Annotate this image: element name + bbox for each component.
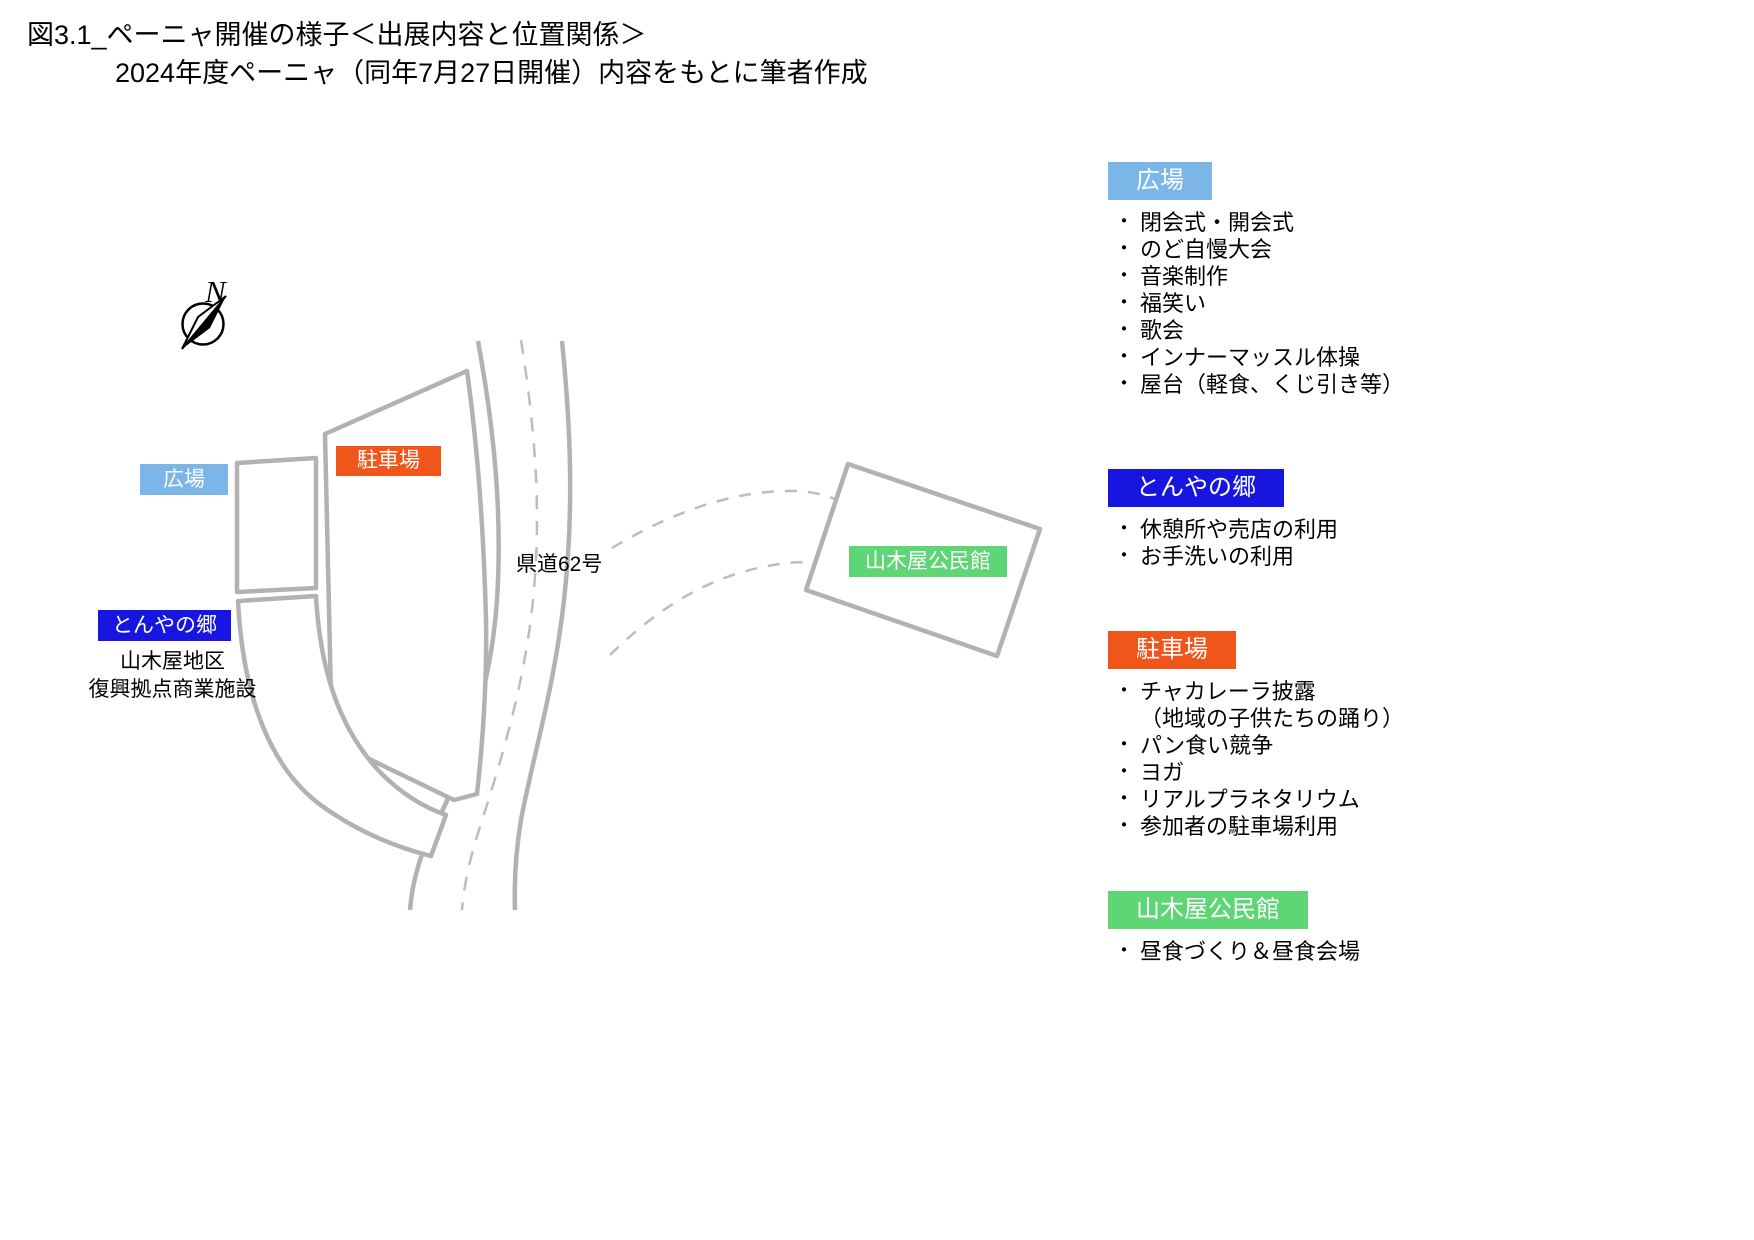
legend-section-parking: 駐車場 ・ チャカレーラ披露 （地域の子供たちの踊り） ・ パン食い競争 ・ ヨ… (1108, 631, 1448, 840)
figure-title: 図3.1_ペーニャ開催の様子＜出展内容と位置関係＞ 2024年度ペーニャ（同年7… (27, 16, 868, 92)
legend-item: ・ ヨガ (1108, 759, 1448, 786)
road-name-label: 県道62号 (516, 553, 603, 576)
legend-plaza-list: ・ 閉会式・開会式 ・ のど自慢大会 ・ 音楽制作 ・ 福笑い ・ 歌会 ・ イ… (1108, 209, 1448, 398)
legend-item: ・ 閉会式・開会式 (1108, 209, 1448, 236)
bullet-marker: ・ (1114, 815, 1134, 837)
legend-item: ・ 歌会 (1108, 317, 1448, 344)
compass-n-label: N (204, 274, 228, 309)
legend-plaza-header: 広場 (1108, 162, 1212, 200)
legend-item: ・ 音楽制作 (1108, 263, 1448, 290)
bullet-marker: ・ (1114, 940, 1134, 962)
map-note-line2: 復興拠点商業施設 (88, 678, 257, 701)
bullet-marker: ・ (1114, 265, 1134, 287)
branch-road-upper-dashed (611, 489, 845, 550)
bullet-marker: ・ (1114, 788, 1134, 810)
legend-item: ・ 参加者の駐車場利用 (1108, 813, 1448, 840)
map-note-line1: 山木屋地区 (120, 650, 225, 673)
legend-parking-list: ・ チャカレーラ披露 （地域の子供たちの踊り） ・ パン食い競争 ・ ヨガ ・ … (1108, 678, 1448, 840)
legend-item: ・ のど自慢大会 (1108, 236, 1448, 263)
legend-item: ・ パン食い競争 (1108, 732, 1448, 759)
legend-item: ・ 福笑い (1108, 290, 1448, 317)
legend-tonya-list: ・ 休憩所や売店の利用 ・ お手洗いの利用 (1108, 516, 1448, 570)
figure-title-line1: 図3.1_ペーニャ開催の様子＜出展内容と位置関係＞ (27, 20, 647, 50)
tonya-building-shape (235, 593, 449, 859)
legend-item: ・ 昼食づくり＆昼食会場 (1108, 938, 1448, 965)
bullet-marker: ・ (1114, 761, 1134, 783)
legend-hall-header: 山木屋公民館 (1108, 891, 1308, 929)
legend-section-hall: 山木屋公民館 ・ 昼食づくり＆昼食会場 (1108, 891, 1448, 965)
legend-item: ・ お手洗いの利用 (1108, 543, 1448, 570)
bullet-marker: ・ (1114, 211, 1134, 233)
map-label-parking: 駐車場 (336, 446, 441, 476)
bullet-marker: ・ (1114, 373, 1134, 395)
legend-section-tonya: とんやの郷 ・ 休憩所や売店の利用 ・ お手洗いの利用 (1108, 469, 1448, 570)
legend-section-plaza: 広場 ・ 閉会式・開会式 ・ のど自慢大会 ・ 音楽制作 ・ 福笑い ・ 歌会 (1108, 162, 1448, 398)
legend-tonya-header: とんやの郷 (1108, 469, 1284, 507)
map-label-tonya: とんやの郷 (98, 610, 231, 641)
road-right-edge (512, 340, 573, 911)
bullet-marker: ・ (1114, 734, 1134, 756)
road-centerline-dashed (460, 339, 539, 911)
map-note-tonya: 山木屋地区 復興拠点商業施設 (55, 648, 290, 704)
legend-item: ・ 休憩所や売店の利用 (1108, 516, 1448, 543)
legend-item: ・ リアルプラネタリウム (1108, 786, 1448, 813)
bullet-marker: ・ (1114, 680, 1134, 702)
figure-title-line2: 2024年度ペーニャ（同年7月27日開催）内容をもとに筆者作成 (115, 58, 868, 88)
bullet-marker: ・ (1114, 545, 1134, 567)
legend-parking-header: 駐車場 (1108, 631, 1236, 669)
map-label-plaza: 広場 (140, 464, 228, 495)
plaza-area-shape (234, 455, 319, 595)
bullet-marker: ・ (1114, 346, 1134, 368)
legend-hall-list: ・ 昼食づくり＆昼食会場 (1108, 938, 1448, 965)
bullet-marker: ・ (1114, 319, 1134, 341)
bullet-marker: ・ (1114, 292, 1134, 314)
legend-item: ・ インナーマッスル体操 (1108, 344, 1448, 371)
legend-item: ・ チャカレーラ披露 （地域の子供たちの踊り） (1108, 678, 1448, 732)
branch-road-lower-dashed (609, 561, 813, 656)
compass-needle-light (181, 295, 227, 350)
bullet-marker: ・ (1114, 518, 1134, 540)
bullet-marker: ・ (1114, 238, 1134, 260)
legend-item: ・ 屋台（軽食、くじ引き等） (1108, 371, 1448, 398)
map-label-hall: 山木屋公民館 (849, 546, 1007, 577)
parking-area-shape (322, 368, 489, 803)
